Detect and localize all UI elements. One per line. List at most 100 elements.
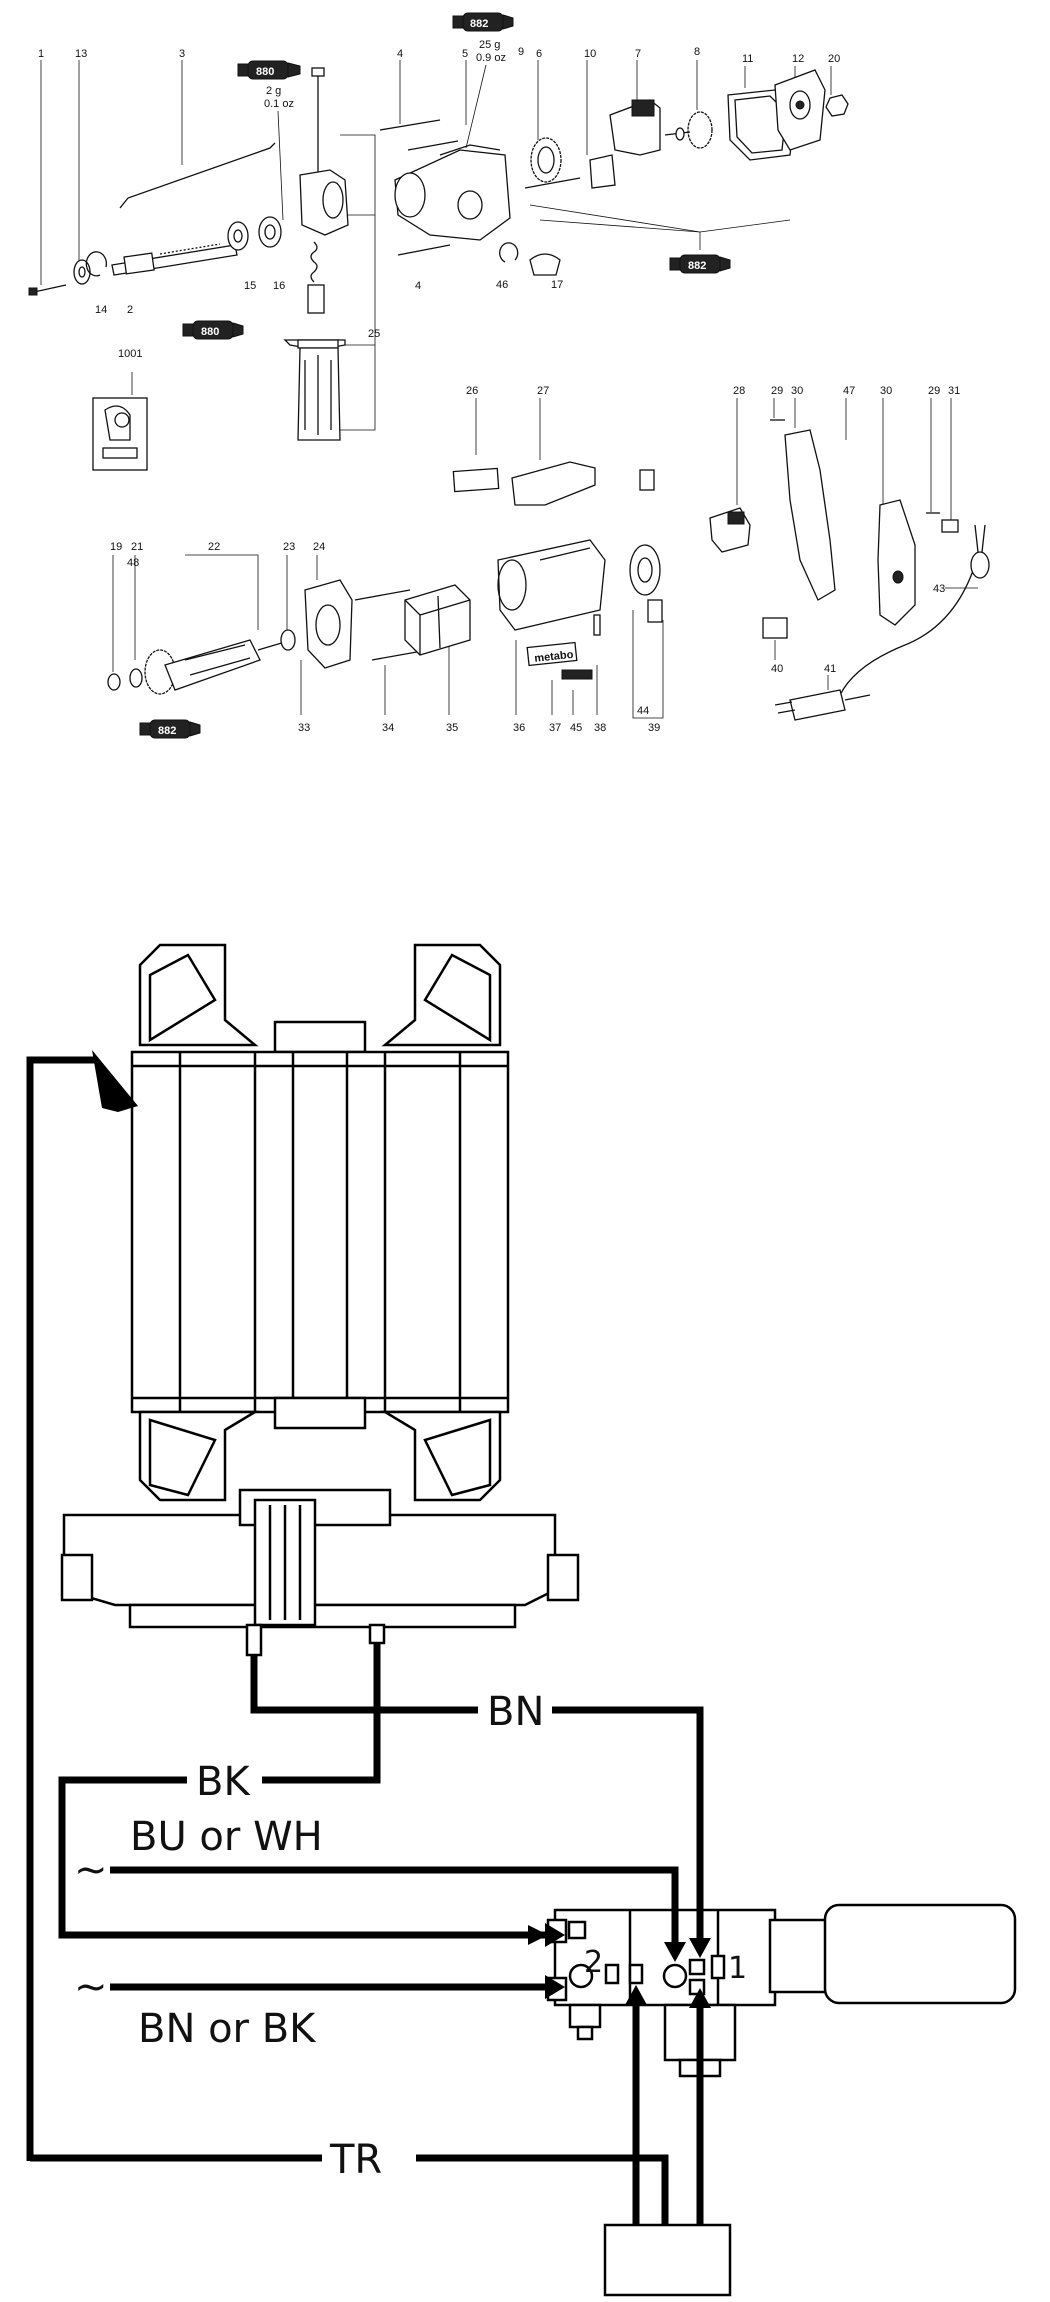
part-label-3: 3	[179, 48, 185, 60]
bearing-19	[107, 673, 121, 691]
label-bu-or-wh: BU or WH	[130, 1814, 323, 1860]
pin-4b	[397, 244, 451, 256]
screw-1	[28, 284, 67, 296]
shift-part-7	[609, 99, 661, 156]
part-label-7: 7	[635, 48, 641, 60]
part-label-10: 10	[584, 48, 596, 60]
part-label-35: 35	[446, 722, 458, 734]
part-label-15: 15	[244, 280, 256, 292]
part-label-29b: 29	[928, 385, 940, 397]
armature-22	[144, 639, 286, 695]
wires	[26, 1056, 704, 2225]
arrowheads	[92, 1050, 711, 2008]
handle-half-30b	[877, 499, 916, 626]
part-label-6: 6	[536, 48, 542, 60]
switch-28	[709, 507, 751, 553]
part-label-2: 2	[127, 304, 133, 316]
part-label-27: 27	[537, 385, 549, 397]
part-label-36: 36	[513, 722, 525, 734]
grease-tube-880-top: 880 2 g 0.1 oz	[237, 60, 301, 221]
amount-25g: 25 g	[479, 39, 500, 51]
terminal-2-label: 2	[584, 1945, 603, 1980]
gear-cover-12	[774, 69, 826, 151]
label-bn-or-bk: BN or BK	[138, 2006, 317, 2052]
exploded-parts-view: 1 13 3 4 5 9 6 10 7 8 11 12 20 14 2 15 1…	[28, 12, 990, 739]
part-label-46: 46	[496, 279, 508, 291]
part-label-48: 48	[127, 557, 139, 569]
motor-stator	[60, 943, 580, 1657]
label-bn: BN	[487, 1689, 544, 1735]
rating-plate-26	[452, 467, 500, 493]
arrow-bn-or-bk	[545, 1975, 565, 1999]
mains-plug-41	[774, 689, 871, 721]
part-label-24: 24	[313, 541, 325, 553]
label-bk: BK	[196, 1759, 251, 1805]
cable-clamp-31	[941, 519, 959, 533]
bearing-16	[258, 216, 282, 248]
part-label-23: 23	[283, 541, 295, 553]
tube-label-880b: 880	[201, 326, 219, 338]
wiring-diagram: 2 1	[26, 943, 1017, 2297]
gear-housing-5	[394, 144, 511, 241]
bearing-23	[280, 629, 296, 651]
wire-tr-left	[26, 1056, 95, 2161]
arrow-suppressor-a	[625, 1985, 647, 2005]
part-label-45: 45	[570, 722, 582, 734]
part-label-28: 28	[733, 385, 745, 397]
part-label-14: 14	[95, 304, 107, 316]
part-label-33: 33	[298, 722, 310, 734]
circlip-46	[499, 242, 519, 263]
tube-label-882c: 882	[158, 725, 176, 737]
label-tilde-top: ~	[74, 1847, 108, 1893]
trigger-switch: 2 1	[546, 1903, 1017, 2078]
suppressor-box	[603, 2223, 732, 2297]
part-label-47: 47	[843, 385, 855, 397]
part-label-5: 5	[462, 48, 468, 60]
grease-tube-880-left: 880	[182, 320, 244, 340]
arrow-bn	[689, 1938, 711, 1958]
part-label-12: 12	[792, 53, 804, 65]
part-label-31: 31	[948, 385, 960, 397]
amount-2g: 2 g	[266, 85, 281, 97]
part-label-19: 19	[110, 541, 122, 553]
part-label-11: 11	[742, 53, 753, 65]
part-label-13: 13	[75, 48, 87, 60]
part-label-43: 43	[933, 583, 945, 595]
arrow-bu-or-wh	[664, 1942, 686, 1962]
nut-20	[825, 94, 849, 117]
arrow-tr	[92, 1050, 138, 1112]
washer-21	[129, 668, 143, 688]
part-label-4b: 4	[415, 280, 421, 292]
part-label-9: 9	[518, 46, 524, 58]
part-label-17: 17	[551, 279, 563, 291]
rod-9	[524, 177, 581, 189]
bearing-15	[227, 221, 249, 251]
motor-housing-36	[497, 539, 606, 631]
label-tr: TR	[329, 2137, 382, 2183]
brush-holder-39	[629, 469, 663, 623]
handle-half-30a	[784, 429, 836, 601]
power-cable-43	[839, 524, 990, 696]
tube-label-882a: 882	[470, 18, 488, 30]
suppressor-40	[762, 617, 788, 639]
wire-bu-or-wh	[110, 1866, 679, 1955]
part-label-39: 39	[648, 722, 660, 734]
part-label-16: 16	[273, 280, 285, 292]
part-label-25: 25	[368, 328, 380, 340]
screw-34a	[354, 589, 411, 601]
tube-label-880a: 880	[256, 66, 274, 78]
selector-knob-17	[529, 253, 561, 276]
part-label-34: 34	[382, 722, 394, 734]
part-label-30a: 30	[791, 385, 803, 397]
parts-motor-row: metabo	[107, 419, 990, 721]
part-label-37: 37	[549, 722, 561, 734]
part-label-22: 22	[208, 541, 220, 553]
rod-3	[119, 142, 276, 209]
circlip-14	[85, 251, 107, 277]
cover-27	[511, 461, 596, 506]
brand-label-37: metabo	[526, 641, 593, 680]
part-label-20: 20	[828, 53, 840, 65]
label-tilde-bottom: ~	[74, 1964, 108, 2010]
pinion-8	[664, 111, 713, 149]
